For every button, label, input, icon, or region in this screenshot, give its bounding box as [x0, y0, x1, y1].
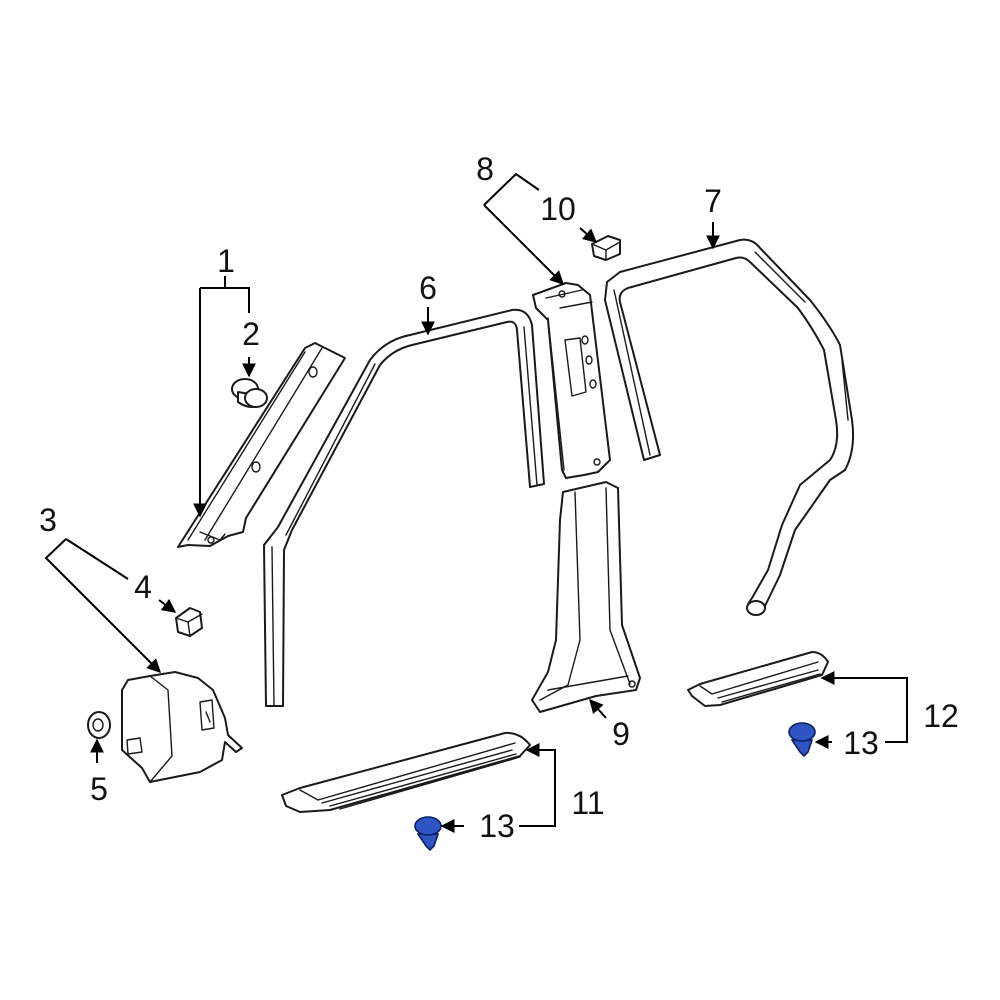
callout-6: 6 [419, 270, 437, 306]
rear-scuff-plate [687, 651, 829, 707]
callout-10: 10 [540, 191, 576, 227]
callout-5: 5 [90, 771, 108, 807]
pillar-clip [231, 378, 268, 408]
callout-2: 2 [242, 316, 260, 352]
callout-11: 11 [571, 785, 604, 821]
callout-9: 9 [612, 716, 630, 752]
callout-3: 3 [39, 502, 57, 538]
callout-7: 7 [704, 183, 722, 219]
grommet [87, 711, 111, 739]
callout-4: 4 [134, 569, 152, 605]
callout-8: 8 [476, 151, 494, 187]
trim-clip [175, 607, 203, 637]
front-pillar-garnish [177, 342, 346, 548]
upper-pillar-clip [591, 235, 621, 261]
scuff-plate-clip-rear [788, 722, 816, 758]
center-pillar-lower-garnish [531, 481, 641, 713]
callout-1: 1 [217, 243, 235, 279]
callout-13-front: 13 [479, 808, 515, 844]
callout-13-rear: 13 [843, 725, 879, 761]
front-scuff-plate [281, 731, 531, 813]
scuff-plate-clip-front [414, 816, 442, 852]
leader-lines [44, 172, 908, 833]
callout-12: 12 [923, 698, 959, 734]
front-door-weatherstrip [263, 308, 545, 707]
cowl-side-trim [121, 671, 243, 783]
callout-labels: 1 2 3 4 5 6 7 8 9 10 11 12 13 13 [39, 151, 959, 844]
center-pillar-upper-garnish [532, 282, 611, 479]
rear-door-weatherstrip [604, 238, 855, 616]
